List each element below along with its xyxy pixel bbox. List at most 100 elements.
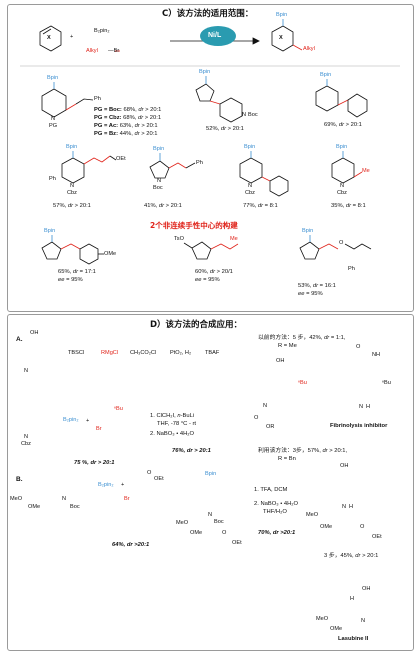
scheme-prod-x: X bbox=[279, 35, 283, 41]
scheme-prod-bpin: Bpin bbox=[276, 12, 288, 18]
a-label: A. bbox=[16, 336, 23, 343]
b-i1-ome: OMe bbox=[190, 530, 203, 536]
r2c4-caption: 35%, dr = 8:1 bbox=[331, 203, 366, 209]
a-sm2-cbz: Cbz bbox=[21, 441, 31, 447]
r3c1-ome: OMe bbox=[104, 251, 117, 257]
b-product-name: Lasubine II bbox=[338, 636, 369, 642]
b-br: Br bbox=[124, 496, 130, 502]
r2c1-bpin: Bpin bbox=[66, 144, 78, 150]
b-o: O bbox=[147, 470, 152, 476]
r3c3-caption: 53%, dr = 16:1 ee = 95% bbox=[298, 283, 336, 297]
a-this-method: 利用该方法：3步，57%, dr > 20:1, R = Bn bbox=[258, 448, 348, 462]
r2c4-me: Me bbox=[362, 168, 370, 174]
scheme-prod-alkyl: Alkyl bbox=[303, 46, 315, 52]
r2c3-pg: Cbz bbox=[245, 190, 255, 196]
c1-n: N bbox=[51, 116, 56, 122]
a-prod-o: O bbox=[356, 344, 361, 350]
a-plus: + bbox=[86, 418, 90, 424]
a-prod-nh: NH bbox=[372, 352, 381, 358]
a-sm2-n: N bbox=[24, 434, 29, 440]
r3c3-ph: Ph bbox=[348, 266, 355, 272]
scheme-alkyl: Alkyl bbox=[86, 48, 98, 54]
a-int-n: N bbox=[263, 403, 268, 409]
b-i2-oet: OEt bbox=[372, 534, 382, 540]
application-panel bbox=[7, 314, 414, 651]
c2-caption: 52%, dr > 20:1 bbox=[206, 126, 244, 132]
b-b2pin2: B₂pin₂ bbox=[98, 482, 114, 488]
b-sm-n: N bbox=[62, 496, 67, 502]
a-conditions: 1. ClCH₂I, n-BuLi THF, -78 °C - rt 2. Na… bbox=[150, 413, 197, 437]
a-int-nbu: ⁿBu bbox=[298, 380, 307, 386]
r2c2-pg: Boc bbox=[153, 185, 163, 191]
r2c2-bpin: Bpin bbox=[153, 146, 165, 152]
scheme-plus: + bbox=[70, 34, 74, 40]
b-i1-n: N bbox=[208, 512, 213, 518]
r3c3-bpin: Bpin bbox=[302, 228, 314, 234]
r2c1-ph: Ph bbox=[49, 176, 56, 182]
scheme-reactant-ring bbox=[39, 25, 62, 52]
r2c3-caption: 77%, dr = 8:1 bbox=[243, 203, 278, 209]
r2c2-ph: Ph bbox=[196, 160, 203, 166]
r2c2-caption: 41%, dr > 20:1 bbox=[144, 203, 182, 209]
nil-catalyst-badge bbox=[200, 26, 236, 46]
b-prod-n: N bbox=[361, 618, 366, 624]
b-i1-boc: Boc bbox=[214, 519, 224, 525]
b-prod-meo: MeO bbox=[316, 616, 329, 622]
a-prod-h: H bbox=[366, 404, 371, 410]
r3c2-caption: 60%, dr > 20/1 ee = 95% bbox=[195, 269, 233, 283]
r2c1-n: N bbox=[70, 183, 75, 189]
r3c3-o: O bbox=[339, 240, 344, 246]
b-sm-meo: MeO bbox=[10, 496, 23, 502]
b-sm-boc: Boc bbox=[70, 504, 80, 510]
b-i2-o: O bbox=[360, 524, 365, 530]
a-step-rmgcl: RMgCl bbox=[101, 350, 119, 356]
scope-title: C）该方法的适用范围： bbox=[162, 9, 254, 19]
c2-bpin: Bpin bbox=[199, 69, 211, 75]
scheme-catalyst: Ni/L bbox=[208, 32, 222, 39]
scope-panel bbox=[7, 4, 414, 312]
r2c3-n: N bbox=[248, 183, 253, 189]
b-label: B. bbox=[16, 476, 23, 483]
application-title: D）该方法的合成应用： bbox=[150, 320, 243, 330]
r2c4-n: N bbox=[340, 183, 345, 189]
pg-list: PG = Boc: 68%, dr > 20:1 PG = Cbz: 68%, … bbox=[94, 107, 162, 137]
b-conditions: 1. TFA, DCM 2. NaBO₃ • 4H₂O THF/H₂O bbox=[254, 487, 299, 515]
r2c2-n: N bbox=[157, 178, 162, 184]
c2-boc: Boc bbox=[248, 112, 258, 118]
a-product-name: Fibrinolysis inhibitor bbox=[330, 423, 388, 429]
b-i2-meo: MeO bbox=[306, 512, 319, 518]
a-step-hydrogenation: PtO₂, H₂ bbox=[170, 350, 192, 356]
r2c1-caption: 57%, dr > 20:1 bbox=[53, 203, 91, 209]
b-prod-ome: OMe bbox=[330, 626, 343, 632]
r2c4-bpin: Bpin bbox=[336, 144, 348, 150]
r2c3-bpin: Bpin bbox=[244, 144, 256, 150]
b-i1-oet: OEt bbox=[232, 540, 242, 546]
b-i2-oh: OH bbox=[340, 463, 349, 469]
r3c2-me: Me bbox=[230, 236, 238, 242]
a-previous-method: 以前的方法：5 步，42%, dr = 1:1, R = Me bbox=[258, 335, 346, 349]
a-yield-left: 75 %, dr > 20:1 bbox=[74, 460, 115, 466]
r3c2-tso: TsO bbox=[174, 236, 184, 242]
a-sm-oh: OH bbox=[30, 330, 39, 336]
r2c1-pg: Cbz bbox=[67, 190, 77, 196]
b-i2-h: H bbox=[349, 504, 354, 510]
r2c4-pg: Cbz bbox=[337, 190, 347, 196]
b-steps-note: 3 步，45%, dr > 20:1 bbox=[324, 553, 379, 559]
scheme-br: —Br bbox=[108, 48, 120, 54]
a-nbu: ⁿBu bbox=[114, 406, 123, 412]
a-br: Br bbox=[96, 426, 102, 432]
a-prod-nbu: ⁿBu bbox=[382, 380, 391, 386]
c3-caption: 69%, dr > 20:1 bbox=[324, 122, 362, 128]
b-yield2: 70%, dr >20:1 bbox=[258, 530, 296, 536]
c1-pg: PG bbox=[49, 123, 58, 129]
subtitle-nonadjacent: 2个非连续手性中心的构建 bbox=[150, 221, 238, 230]
scheme-b2pin2: B₂pin₂ bbox=[94, 28, 110, 34]
b-prod-oh: OH bbox=[362, 586, 371, 592]
a-int-o: O bbox=[254, 415, 259, 421]
b-plus: + bbox=[121, 482, 125, 488]
b-i1-meo: MeO bbox=[176, 520, 189, 526]
a-sm-n: N bbox=[24, 368, 29, 374]
c3-bpin: Bpin bbox=[320, 72, 332, 78]
b-i2-n: N bbox=[342, 504, 347, 510]
c1-ph: Ph bbox=[94, 96, 101, 102]
